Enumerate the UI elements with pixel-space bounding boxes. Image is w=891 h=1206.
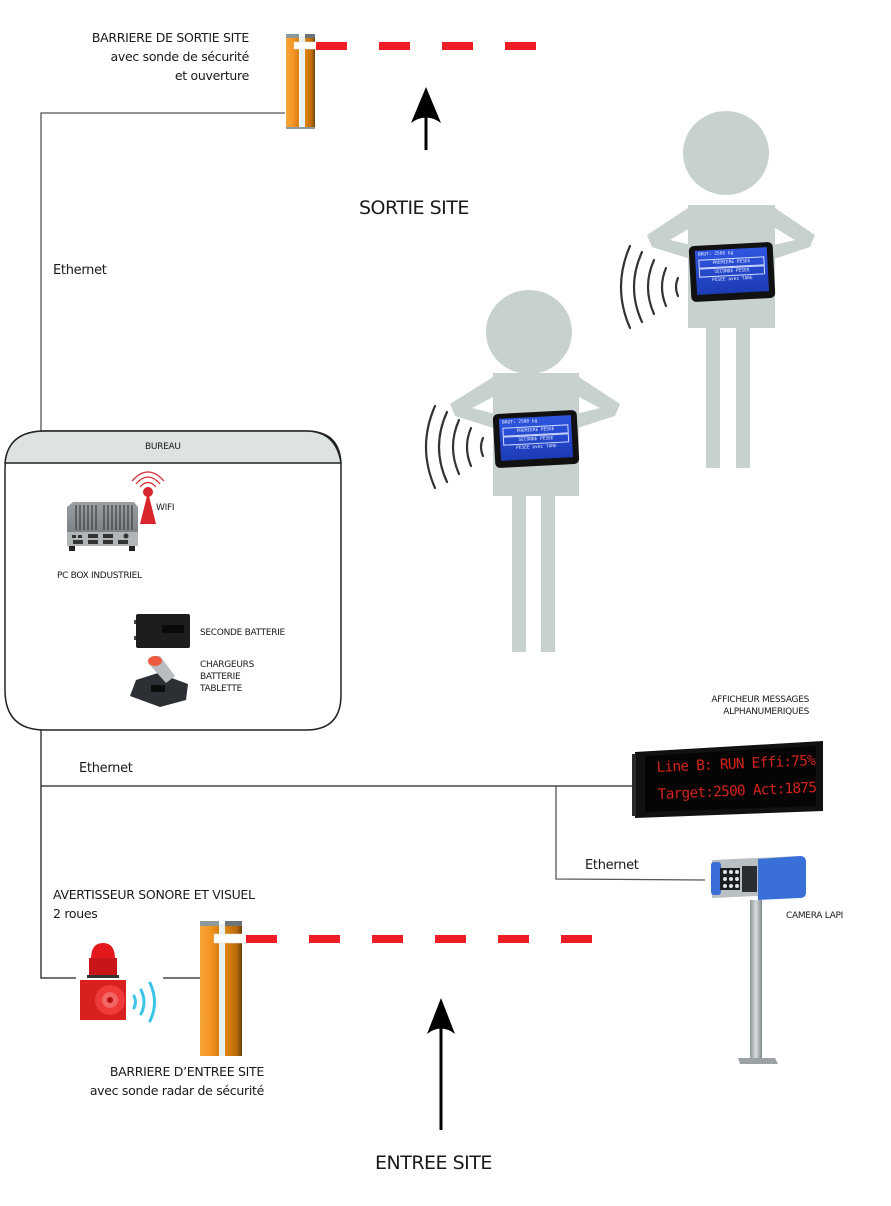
boom-red-segment: [505, 42, 536, 50]
bureau-title: BUREAU: [145, 442, 181, 452]
charger-icon: [130, 655, 188, 707]
entry-barrier: [200, 921, 247, 1056]
charger-label-line-1: CHARGEURS: [200, 660, 254, 670]
alarm-label: AVERTISSEUR SONORE ET VISUEL 2 roues: [53, 885, 255, 923]
entry-direction-label: ENTREE SITE: [375, 1152, 492, 1174]
tablet-screen: BRUT: 2500 kg PREMIERE PESEE SECONDE PES…: [694, 247, 770, 295]
ethernet-label-top: Ethernet: [53, 263, 107, 278]
display-label: AFFICHEUR MESSAGES ALPHANUMERIQUES: [711, 694, 809, 718]
exit-barrier-subtitle: avec sonde de sécurité: [110, 49, 250, 64]
boom-red-segment: [372, 935, 403, 943]
entry-arrow-icon: [427, 998, 455, 1130]
entry-barrier-subtitle: avec sonde radar de sécurité: [89, 1083, 264, 1098]
exit-arrow-icon: [411, 87, 441, 150]
boom-red-segment: [435, 935, 466, 943]
entry-barrier-label: BARRIERE D’ENTREE SITE avec sonde radar …: [90, 1062, 264, 1100]
alarm-label-title: AVERTISSEUR SONORE ET VISUEL: [53, 887, 255, 902]
tablet-left: BRUT: 2500 kg PREMIERE PESEE SECONDE PES…: [492, 409, 580, 469]
tablet-screen: BRUT: 2500 kg PREMIERE PESEE SECONDE PES…: [498, 415, 573, 461]
alarm-label-subtitle: 2 roues: [53, 906, 98, 921]
entry-barrier-title: BARRIERE D’ENTREE SITE: [109, 1064, 264, 1079]
exit-barrier: [286, 34, 317, 129]
weight-label: BRUT:: [501, 420, 516, 426]
led-display-text: Line B: RUN Effi:75% Target:2500 Act:187…: [656, 748, 823, 809]
siren-icon: [80, 943, 126, 1020]
boom-red-segment: [379, 42, 410, 50]
charger-label: CHARGEURS BATTERIE TABLETTE: [200, 659, 254, 695]
operator-figure-left: [450, 290, 620, 652]
boom-red-segment: [442, 42, 473, 50]
entry-barrier-boom: [246, 935, 596, 943]
radio-waves-icon-right: [619, 244, 680, 330]
weight-value: 2500 kg: [714, 250, 734, 257]
exit-barrier-subtitle-2: et ouverture: [174, 68, 249, 83]
boom-base: [316, 42, 560, 50]
boom-red-segment: [316, 42, 347, 50]
charger-label-line-2: BATTERIE: [200, 672, 241, 682]
exit-barrier-label: BARRIERE DE SORTIE SITE avec sonde de sé…: [92, 28, 249, 85]
led-display: [632, 741, 823, 818]
radio-waves-icon-left: [424, 404, 485, 490]
sound-waves-icon: [132, 981, 156, 1023]
display-label-line-1: AFFICHEUR MESSAGES: [711, 695, 809, 705]
exit-direction-label: SORTIE SITE: [359, 197, 469, 219]
industrial-pc-icon: [67, 502, 138, 551]
boom-red-segment: [561, 935, 592, 943]
weight-value: 2500 kg: [518, 418, 538, 425]
camera-label: CAMERA LAPI: [786, 911, 843, 921]
lapi-camera: [711, 856, 806, 1064]
boom-base: [246, 935, 596, 943]
battery-label: SECONDE BATTERIE: [200, 628, 285, 638]
exit-barrier-title: BARRIERE DE SORTIE SITE: [91, 30, 249, 45]
boom-red-segment: [246, 935, 277, 943]
wifi-antenna-icon: [131, 471, 165, 524]
wire-camera: [555, 786, 706, 881]
boom-red-segment: [498, 935, 529, 943]
boom-red-segment: [309, 935, 340, 943]
ethernet-label-middle: Ethernet: [79, 761, 133, 776]
exit-barrier-boom: [316, 42, 560, 50]
weight-label: BRUT:: [697, 252, 712, 258]
wifi-label: WIFI: [156, 503, 175, 513]
ethernet-label-camera: Ethernet: [585, 858, 639, 873]
pc-box-label: PC BOX INDUSTRIEL: [57, 571, 142, 581]
tablet-right: BRUT: 2500 kg PREMIERE PESEE SECONDE PES…: [688, 241, 776, 303]
battery-icon: [134, 614, 190, 648]
charger-label-line-3: TABLETTE: [200, 684, 242, 694]
display-label-line-2: ALPHANUMERIQUES: [723, 707, 809, 717]
